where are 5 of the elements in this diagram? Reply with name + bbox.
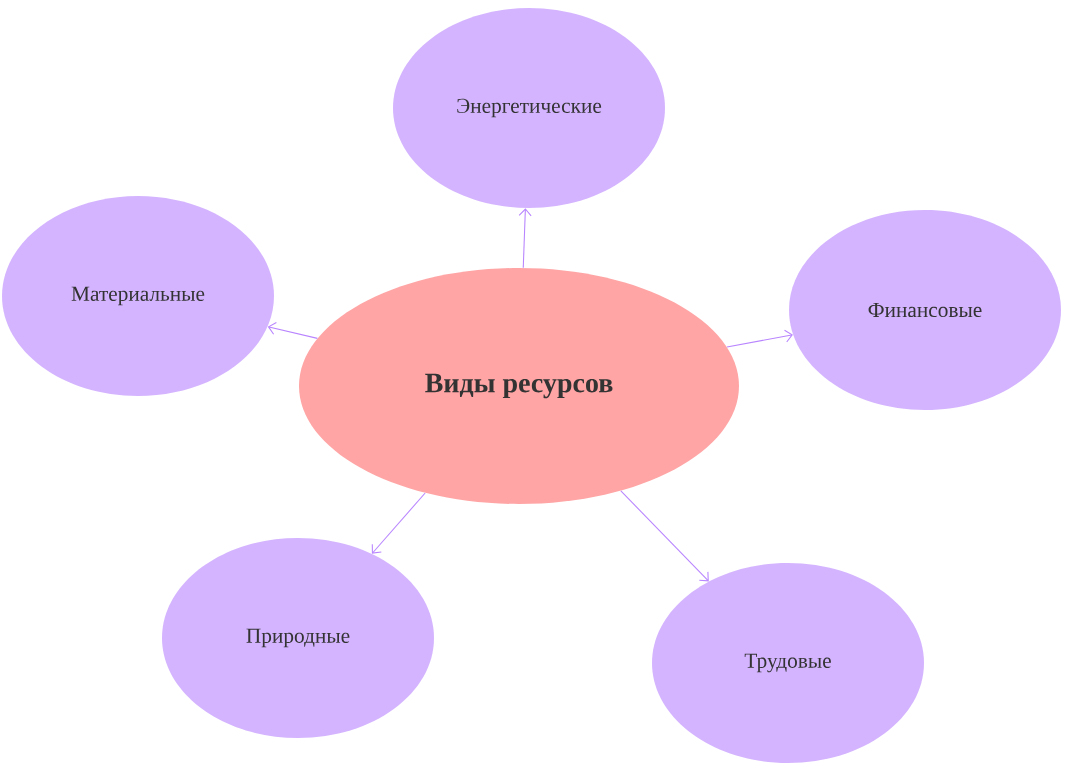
arrow <box>620 490 709 582</box>
arrow <box>726 329 793 348</box>
arrow <box>518 208 532 269</box>
arrow <box>267 322 318 339</box>
arrow <box>371 492 426 554</box>
